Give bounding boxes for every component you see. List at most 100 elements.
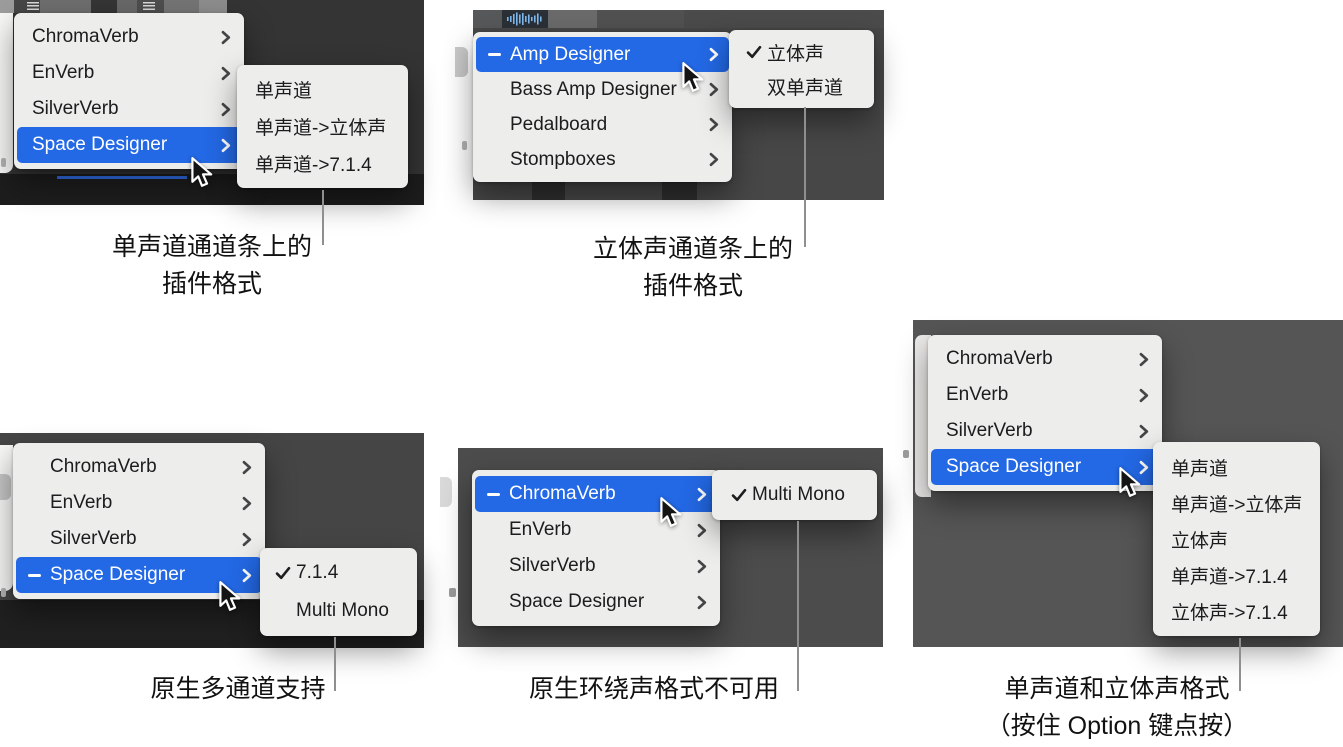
chevron-right-icon [242, 532, 252, 547]
menu-item-space-designer[interactable]: Space Designer [475, 584, 717, 620]
chevron-right-icon [1139, 424, 1149, 439]
chevron-right-icon [697, 487, 707, 502]
callout-line [804, 107, 806, 247]
submenu-item-714[interactable]: 7.1.4 [263, 554, 414, 592]
blue-accent-line [57, 176, 187, 179]
chevron-right-icon [242, 496, 252, 511]
caption-line: 插件格式 [642, 272, 743, 300]
menu-item-label: SilverVerb [509, 555, 596, 576]
submenu-item-label: Multi Mono [296, 600, 389, 621]
menu-item-pedalboard[interactable]: Pedalboard [476, 107, 729, 142]
minus-icon [488, 53, 510, 56]
chevron-right-icon [242, 460, 252, 475]
chevron-right-icon [709, 47, 719, 62]
chevron-right-icon [1139, 388, 1149, 403]
submenu-item-label: 立体声 [1171, 530, 1229, 552]
submenu-item-mono-to-stereo[interactable]: 单声道->立体声 [1156, 485, 1317, 521]
menu-item-label: ChromaVerb [50, 456, 157, 477]
menu-item-label: Stompboxes [510, 148, 616, 170]
chevron-right-icon [221, 102, 231, 117]
submenu-item-stereo-to-714[interactable]: 立体声->7.1.4 [1156, 593, 1317, 629]
chevron-right-icon [709, 82, 719, 97]
popup-edge-sliver [0, 474, 11, 500]
mouse-cursor-icon [682, 62, 704, 92]
menu-item-enverb[interactable]: EnVerb [475, 512, 717, 548]
menu-item-stompboxes[interactable]: Stompboxes [476, 142, 729, 177]
menu-item-space-designer[interactable]: Space Designer [17, 127, 241, 163]
menu-item-label: Space Designer [32, 134, 168, 155]
menu-item-label: EnVerb [946, 384, 1009, 405]
menu-item-chromaverb[interactable]: ChromaVerb [16, 449, 262, 485]
plugin-menu: ChromaVerb EnVerb SilverVerb Space Desig… [14, 13, 244, 169]
mixer-cell [532, 178, 565, 200]
screenshot-mono-strip: ChromaVerb EnVerb SilverVerb Space Desig… [0, 0, 424, 205]
tick-mark [1, 588, 6, 597]
submenu-item-mono[interactable]: 单声道 [240, 71, 405, 108]
callout-line [322, 190, 324, 245]
submenu-item-dual-mono[interactable]: 双单声道 [732, 69, 871, 103]
menu-item-label: SilverVerb [32, 98, 119, 119]
submenu-item-label: 7.1.4 [296, 562, 339, 583]
submenu-item-label: 立体声->7.1.4 [1171, 602, 1288, 624]
popup-edge-sliver [915, 335, 931, 497]
chevron-right-icon [709, 117, 719, 132]
menu-item-enverb[interactable]: EnVerb [17, 55, 241, 91]
submenu-item-mono[interactable]: 单声道 [1156, 449, 1317, 485]
callout-line [797, 521, 799, 691]
submenu-item-stereo[interactable]: 立体声 [732, 35, 871, 69]
screenshot-option-click: ChromaVerb EnVerb SilverVerb Space Desig… [913, 320, 1343, 647]
menu-item-space-designer[interactable]: Space Designer [16, 557, 262, 593]
chevron-right-icon [1139, 352, 1149, 367]
caption-option-click: 单声道和立体声格式 （按住 Option 键点按） [962, 671, 1272, 745]
caption-mono-strip: 单声道通道条上的 插件格式 [57, 229, 367, 303]
chevron-right-icon [221, 66, 231, 81]
menu-item-bass-amp-designer[interactable]: Bass Amp Designer [476, 72, 729, 107]
screenshot-multichannel: ChromaVerb EnVerb SilverVerb Space Desig… [0, 433, 424, 648]
submenu-item-label: 立体声 [767, 43, 825, 65]
caption-line: 插件格式 [161, 270, 262, 298]
caption-line: 单声道和立体声格式 [1004, 675, 1230, 703]
submenu-item-label: 单声道->立体声 [255, 118, 387, 139]
menu-item-label: ChromaVerb [32, 26, 139, 47]
submenu-item-mono-to-714[interactable]: 单声道->7.1.4 [240, 145, 405, 182]
menu-item-label: ChromaVerb [946, 348, 1053, 369]
menu-item-enverb[interactable]: EnVerb [931, 377, 1159, 413]
menu-item-silververb[interactable]: SilverVerb [931, 413, 1159, 449]
channel-strip-fragment [0, 0, 424, 13]
submenu-item-label: 单声道 [1171, 458, 1229, 480]
submenu-item-stereo[interactable]: 立体声 [1156, 521, 1317, 557]
chevron-right-icon [221, 138, 231, 153]
submenu-item-label: 单声道->立体声 [1171, 494, 1303, 516]
tick-mark [462, 141, 467, 150]
mouse-cursor-icon [219, 581, 241, 611]
submenu-item-mono-to-stereo[interactable]: 单声道->立体声 [240, 108, 405, 145]
menu-item-silververb[interactable]: SilverVerb [475, 548, 717, 584]
submenu-item-multi-mono[interactable]: Multi Mono [715, 476, 874, 514]
menu-item-enverb[interactable]: EnVerb [16, 485, 262, 521]
hamburger-icon [27, 2, 39, 10]
menu-item-silververb[interactable]: SilverVerb [16, 521, 262, 557]
submenu-item-label: 双单声道 [767, 77, 844, 99]
mouse-cursor-icon [660, 497, 682, 527]
mouse-cursor-icon [1119, 467, 1141, 497]
submenu-item-mono-to-714[interactable]: 单声道->7.1.4 [1156, 557, 1317, 593]
caption-line: 原生多通道支持 [150, 675, 326, 703]
popup-edge-sliver [0, 13, 13, 173]
menu-item-amp-designer[interactable]: Amp Designer [476, 37, 729, 72]
menu-item-label: EnVerb [50, 492, 113, 513]
submenu-item-multi-mono[interactable]: Multi Mono [263, 592, 414, 630]
screenshot-surround-unavailable: ChromaVerb EnVerb SilverVerb Space Desig… [440, 448, 883, 647]
plugin-menu: ChromaVerb EnVerb SilverVerb Space Desig… [928, 335, 1162, 491]
minus-icon [28, 573, 50, 577]
menu-item-chromaverb[interactable]: ChromaVerb [931, 341, 1159, 377]
waveform-icon [507, 12, 542, 26]
checkmark-icon [275, 566, 296, 580]
menu-item-chromaverb[interactable]: ChromaVerb [475, 476, 717, 512]
submenu-item-label: 单声道->7.1.4 [1171, 566, 1288, 588]
tick-mark [1, 158, 6, 167]
chevron-right-icon [709, 152, 719, 167]
menu-item-chromaverb[interactable]: ChromaVerb [17, 19, 241, 55]
menu-item-silververb[interactable]: SilverVerb [17, 91, 241, 127]
menu-item-label: Space Designer [50, 564, 186, 585]
